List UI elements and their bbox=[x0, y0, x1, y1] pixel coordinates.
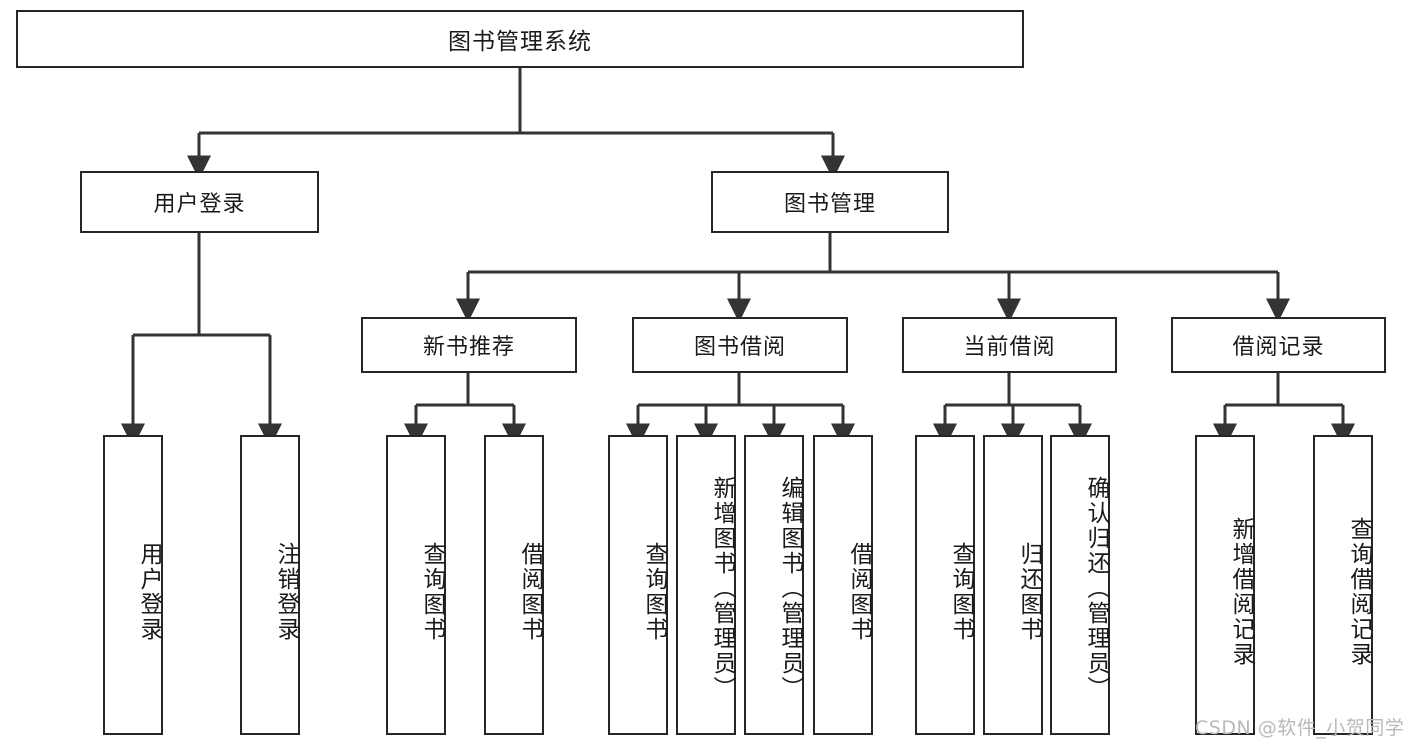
node-label: 确认归还（管理员） bbox=[1083, 475, 1109, 701]
node-label: 新增图书（管理员） bbox=[709, 475, 735, 701]
leaf-current-return-book[interactable]: 归还图书 bbox=[983, 435, 1043, 735]
leaf-record-add-record[interactable]: 新增借阅记录 bbox=[1195, 435, 1255, 735]
node-label: 图书管理系统 bbox=[448, 29, 592, 55]
node-label: 用户登录 bbox=[136, 542, 162, 642]
node-label: 新书推荐 bbox=[422, 335, 515, 360]
watermark-csdn: CSDN @软件_小贺同学 bbox=[1195, 717, 1405, 739]
node-book-borrow[interactable]: 图书借阅 bbox=[632, 317, 848, 373]
node-label: 注销登录 bbox=[273, 542, 299, 642]
leaf-user-login-login[interactable]: 用户登录 bbox=[103, 435, 163, 735]
node-borrow-record[interactable]: 借阅记录 bbox=[1171, 317, 1386, 373]
node-label: 借阅记录 bbox=[1232, 335, 1325, 360]
leaf-borrow-edit-book-admin[interactable]: 编辑图书（管理员） bbox=[744, 435, 804, 735]
node-root-book-management-system[interactable]: 图书管理系统 bbox=[16, 10, 1024, 68]
leaf-borrow-query-book[interactable]: 查询图书 bbox=[608, 435, 668, 735]
leaf-recommend-borrow-book[interactable]: 借阅图书 bbox=[484, 435, 544, 735]
node-label: 借阅图书 bbox=[846, 542, 872, 642]
leaf-current-confirm-return-admin[interactable]: 确认归还（管理员） bbox=[1050, 435, 1110, 735]
node-user-login[interactable]: 用户登录 bbox=[80, 171, 319, 233]
node-label: 查询图书 bbox=[641, 542, 667, 642]
leaf-record-query-record[interactable]: 查询借阅记录 bbox=[1313, 435, 1373, 735]
node-book-management[interactable]: 图书管理 bbox=[711, 171, 949, 233]
leaf-borrow-borrow-book[interactable]: 借阅图书 bbox=[813, 435, 873, 735]
node-label: 编辑图书（管理员） bbox=[777, 475, 803, 701]
leaf-borrow-add-book-admin[interactable]: 新增图书（管理员） bbox=[676, 435, 736, 735]
node-label: 借阅图书 bbox=[517, 542, 543, 642]
node-label: 归还图书 bbox=[1016, 542, 1042, 642]
node-new-book-recommend[interactable]: 新书推荐 bbox=[361, 317, 577, 373]
node-label: 查询借阅记录 bbox=[1346, 517, 1372, 667]
node-label: 图书管理 bbox=[783, 192, 876, 217]
node-label: 用户登录 bbox=[153, 192, 246, 217]
leaf-recommend-query-book[interactable]: 查询图书 bbox=[386, 435, 446, 735]
leaf-user-login-logout[interactable]: 注销登录 bbox=[240, 435, 300, 735]
node-label: 查询图书 bbox=[419, 542, 445, 642]
node-label: 新增借阅记录 bbox=[1228, 517, 1254, 667]
leaf-current-query-book[interactable]: 查询图书 bbox=[915, 435, 975, 735]
node-label: 图书借阅 bbox=[693, 335, 786, 360]
node-label: 当前借阅 bbox=[963, 335, 1056, 360]
node-current-borrow[interactable]: 当前借阅 bbox=[902, 317, 1117, 373]
node-label: 查询图书 bbox=[948, 542, 974, 642]
